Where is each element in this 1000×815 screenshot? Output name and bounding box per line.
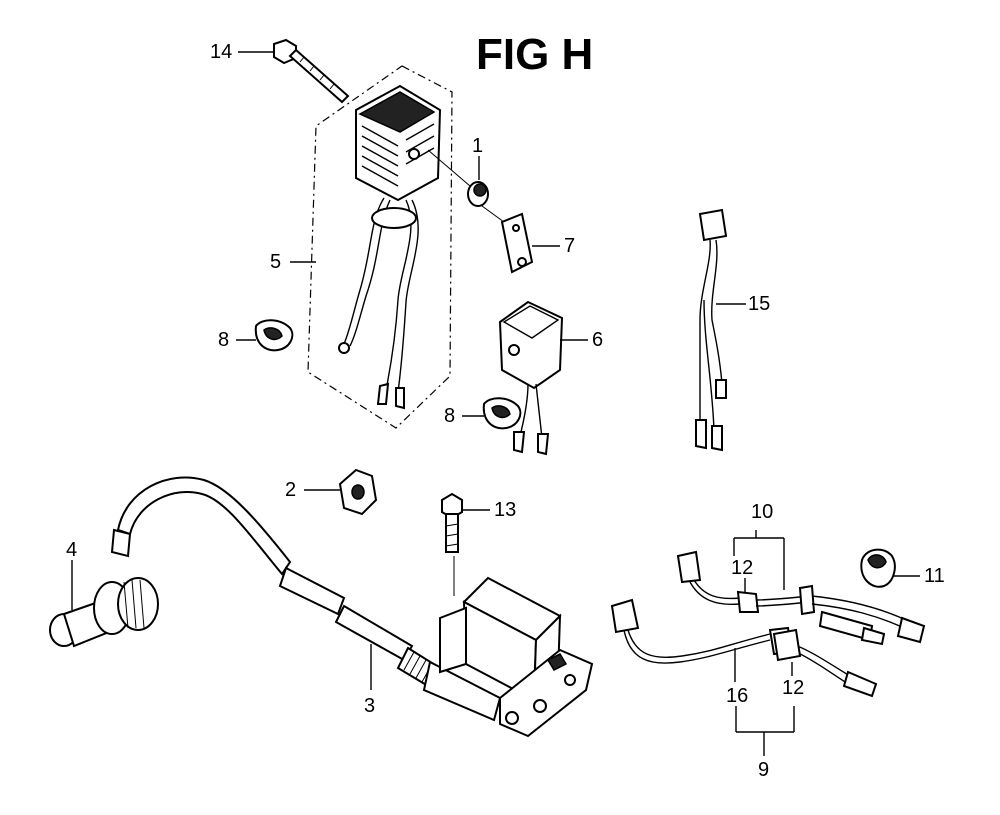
part-9-bracket (735, 706, 795, 756)
figure-title: FIG H (476, 30, 594, 79)
callout-11: 11 (924, 565, 945, 587)
part-11-clip (860, 548, 920, 588)
callout-8-upper: 8 (218, 329, 230, 351)
callout-9: 9 (758, 759, 770, 781)
part-7-plate (481, 205, 560, 274)
callout-4: 4 (66, 539, 78, 561)
callout-16: 16 (726, 685, 749, 707)
part-16-harness (610, 598, 878, 698)
callout-3: 3 (364, 695, 376, 717)
callout-15: 15 (748, 293, 771, 315)
callout-5: 5 (270, 251, 282, 273)
callout-2: 2 (285, 479, 297, 501)
part-2-grommet (304, 468, 378, 516)
callout-7: 7 (564, 235, 576, 257)
part-3-ignition-coil (110, 476, 594, 738)
callout-10: 10 (751, 501, 774, 523)
callout-8-lower: 8 (444, 405, 456, 427)
part-1-collar (427, 149, 489, 207)
callout-6: 6 (592, 329, 604, 351)
callout-13: 13 (494, 499, 517, 521)
part-12-grommet-lower (772, 628, 802, 676)
part-8-clamp-lower (462, 397, 522, 430)
part-10-harness (676, 530, 926, 646)
part-5-regulator (307, 65, 453, 429)
part-15-wire-harness (695, 208, 746, 452)
part-13-bolt (441, 492, 490, 596)
callout-14: 14 (210, 41, 233, 63)
part-14-bolt (273, 38, 350, 104)
callout-12-lower: 12 (782, 677, 805, 699)
part-6-cdi-unit (498, 300, 588, 456)
callout-1: 1 (472, 135, 484, 157)
part-8-clamp-upper (236, 319, 294, 352)
part-4-spark-plug-cap (49, 560, 159, 648)
callout-12-upper: 12 (731, 557, 754, 579)
